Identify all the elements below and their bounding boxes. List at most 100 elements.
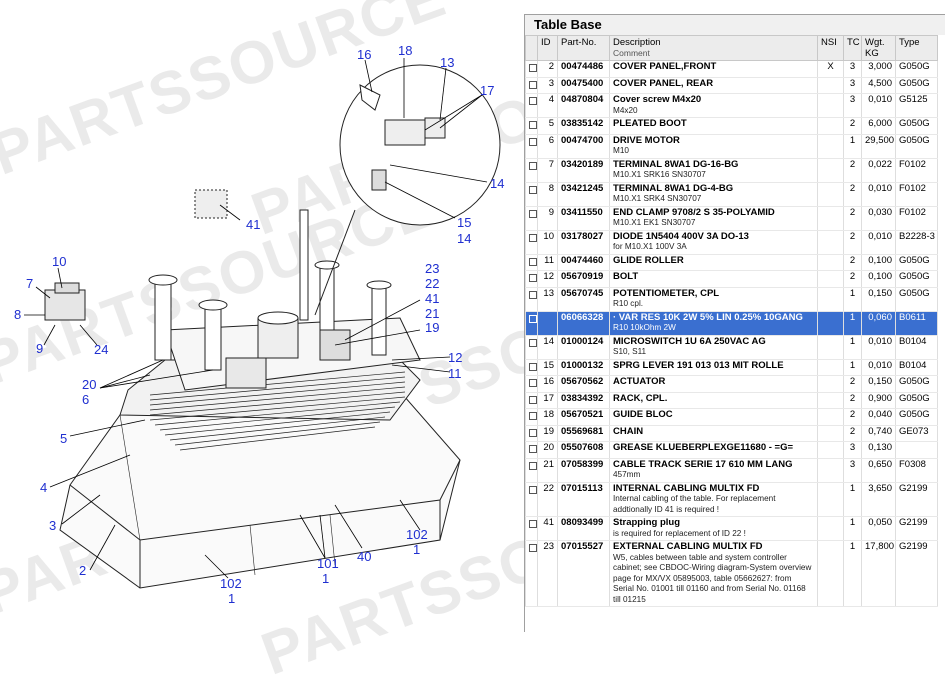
row-checkbox-cell[interactable] xyxy=(525,408,538,426)
row-checkbox[interactable] xyxy=(529,461,537,470)
row-tc: 2 xyxy=(843,408,862,426)
row-checkbox[interactable] xyxy=(529,121,537,129)
row-checkbox-cell[interactable] xyxy=(525,425,538,442)
row-nsi xyxy=(817,375,844,393)
row-checkbox-cell[interactable] xyxy=(525,335,538,360)
row-id: 18 xyxy=(537,408,558,426)
table-row[interactable]: 06066328· VAR RES 10K 2W 5% LIN 0.25% 10… xyxy=(525,311,938,336)
row-checkbox-cell[interactable] xyxy=(525,441,538,459)
row-checkbox-cell[interactable] xyxy=(525,482,538,517)
row-description-text: END CLAMP 9708/2 S 35-POLYAMID xyxy=(613,206,775,218)
row-checkbox-cell[interactable] xyxy=(525,134,538,159)
row-nsi xyxy=(817,516,844,541)
row-checkbox[interactable] xyxy=(529,209,537,218)
callout-label: 8 xyxy=(14,307,22,322)
row-checkbox[interactable] xyxy=(529,97,537,105)
row-checkbox-cell[interactable] xyxy=(525,287,538,312)
row-checkbox[interactable] xyxy=(529,520,537,528)
row-id: 41 xyxy=(537,516,558,541)
row-checkbox[interactable] xyxy=(529,544,537,552)
row-checkbox[interactable] xyxy=(529,395,537,404)
row-checkbox-cell[interactable] xyxy=(525,182,538,207)
row-checkbox-cell[interactable] xyxy=(525,516,538,541)
row-checkbox[interactable] xyxy=(529,274,537,282)
row-checkbox-cell[interactable] xyxy=(525,392,538,409)
row-description: RACK, CPL. xyxy=(609,392,818,409)
row-checkbox-cell[interactable] xyxy=(525,117,538,135)
header-nsi[interactable]: NSI xyxy=(817,35,844,61)
row-checkbox-cell[interactable] xyxy=(525,359,538,376)
row-checkbox[interactable] xyxy=(529,445,537,453)
row-checkbox-cell[interactable] xyxy=(525,540,538,607)
row-checkbox-cell[interactable] xyxy=(525,458,538,483)
row-comment: M10.X1 EK1 SN30707 xyxy=(613,218,696,227)
row-checkbox[interactable] xyxy=(529,80,537,89)
row-checkbox-cell[interactable] xyxy=(525,158,538,183)
row-checkbox-cell[interactable] xyxy=(525,270,538,288)
row-checkbox-cell[interactable] xyxy=(525,77,538,94)
row-checkbox[interactable] xyxy=(529,233,537,242)
row-checkbox-cell[interactable] xyxy=(525,60,538,78)
row-checkbox-cell[interactable] xyxy=(525,375,538,393)
row-checkbox[interactable] xyxy=(529,428,537,437)
row-checkbox-cell[interactable] xyxy=(525,311,538,336)
row-checkbox[interactable] xyxy=(529,314,537,323)
row-weight: 17,800 xyxy=(861,540,896,607)
row-checkbox[interactable] xyxy=(529,257,537,266)
row-checkbox[interactable] xyxy=(529,185,537,194)
row-checkbox[interactable] xyxy=(529,362,537,371)
row-weight: 0,010 xyxy=(861,335,896,360)
row-tc: 1 xyxy=(843,516,862,541)
row-checkbox-cell[interactable] xyxy=(525,230,538,255)
row-checkbox-cell[interactable] xyxy=(525,254,538,271)
row-type: F0102 xyxy=(895,158,938,183)
row-part-number: 05569681 xyxy=(557,425,610,442)
row-checkbox-cell[interactable] xyxy=(525,93,538,118)
header-type[interactable]: Type xyxy=(895,35,938,61)
header-partno[interactable]: Part-No. xyxy=(557,35,610,61)
row-checkbox[interactable] xyxy=(529,379,537,387)
row-checkbox[interactable] xyxy=(529,485,537,494)
row-checkbox[interactable] xyxy=(529,412,537,420)
row-part-number: 03421245 xyxy=(557,182,610,207)
header-weight[interactable]: Wgt.KG xyxy=(861,35,896,61)
row-checkbox[interactable] xyxy=(529,64,537,72)
row-description-text: TERMINAL 8WA1 DG-4-BG xyxy=(613,182,734,194)
row-checkbox[interactable] xyxy=(529,161,537,170)
row-checkbox-cell[interactable] xyxy=(525,206,538,231)
row-checkbox[interactable] xyxy=(529,137,537,146)
header-id[interactable]: ID xyxy=(537,35,558,61)
header-tc[interactable]: TC xyxy=(843,35,862,61)
row-id: 4 xyxy=(537,93,558,118)
row-part-number: 03834392 xyxy=(557,392,610,409)
row-checkbox[interactable] xyxy=(529,290,537,299)
row-checkbox[interactable] xyxy=(529,338,537,347)
row-nsi xyxy=(817,392,844,409)
